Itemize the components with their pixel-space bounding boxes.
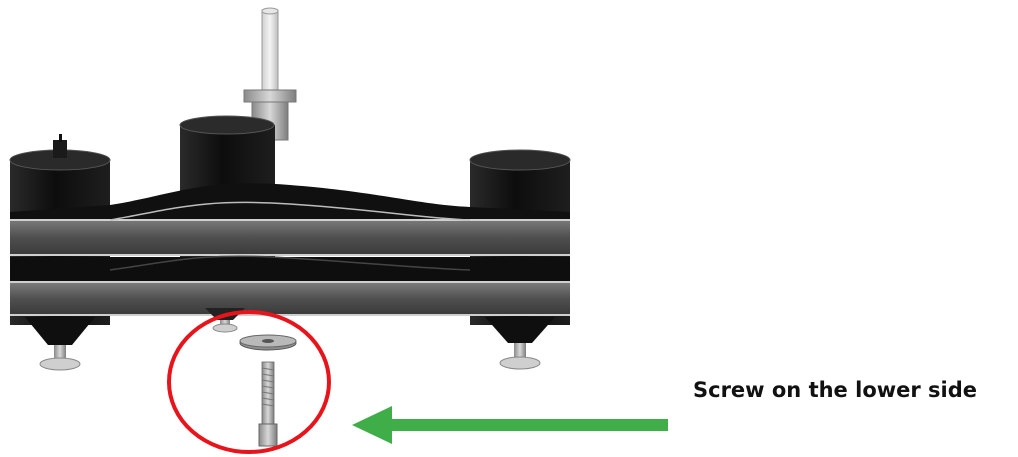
left-foot <box>25 317 95 370</box>
washer <box>240 335 296 350</box>
callout-label: Screw on the lower side <box>693 378 977 402</box>
highlight-circle <box>169 312 329 452</box>
lower-plate <box>10 282 570 315</box>
middle-gap <box>10 256 570 282</box>
callout-arrow <box>352 406 668 444</box>
right-foot <box>485 317 555 369</box>
screw <box>259 362 277 446</box>
